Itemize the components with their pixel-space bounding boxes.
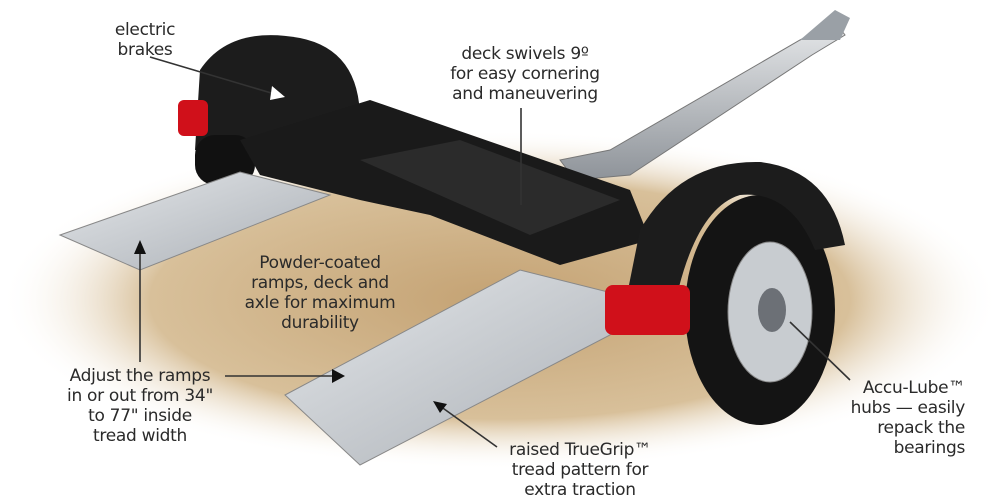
label-truegrip-tread: raised TrueGrip™ tread pattern for extra… (509, 440, 651, 498)
left-ramp (58, 171, 332, 271)
coupler (800, 10, 850, 40)
label-deck-swivels: deck swivels 9º for easy cornering and m… (450, 44, 600, 104)
left-tail-light (178, 100, 208, 136)
label-adjust-ramps: Adjust the ramps in or out from 34" to 7… (67, 366, 213, 446)
deck-top (360, 140, 620, 235)
hub (758, 288, 786, 332)
label-accu-lube-hubs: Accu-Lube™ hubs — easily repack the bear… (850, 378, 966, 458)
label-powder-coated: Powder-coated ramps, deck and axle for m… (244, 253, 396, 333)
label-electric-brakes: electric brakes (114, 20, 176, 60)
callout-arrows (134, 56, 851, 448)
right-tail-light (605, 285, 690, 335)
